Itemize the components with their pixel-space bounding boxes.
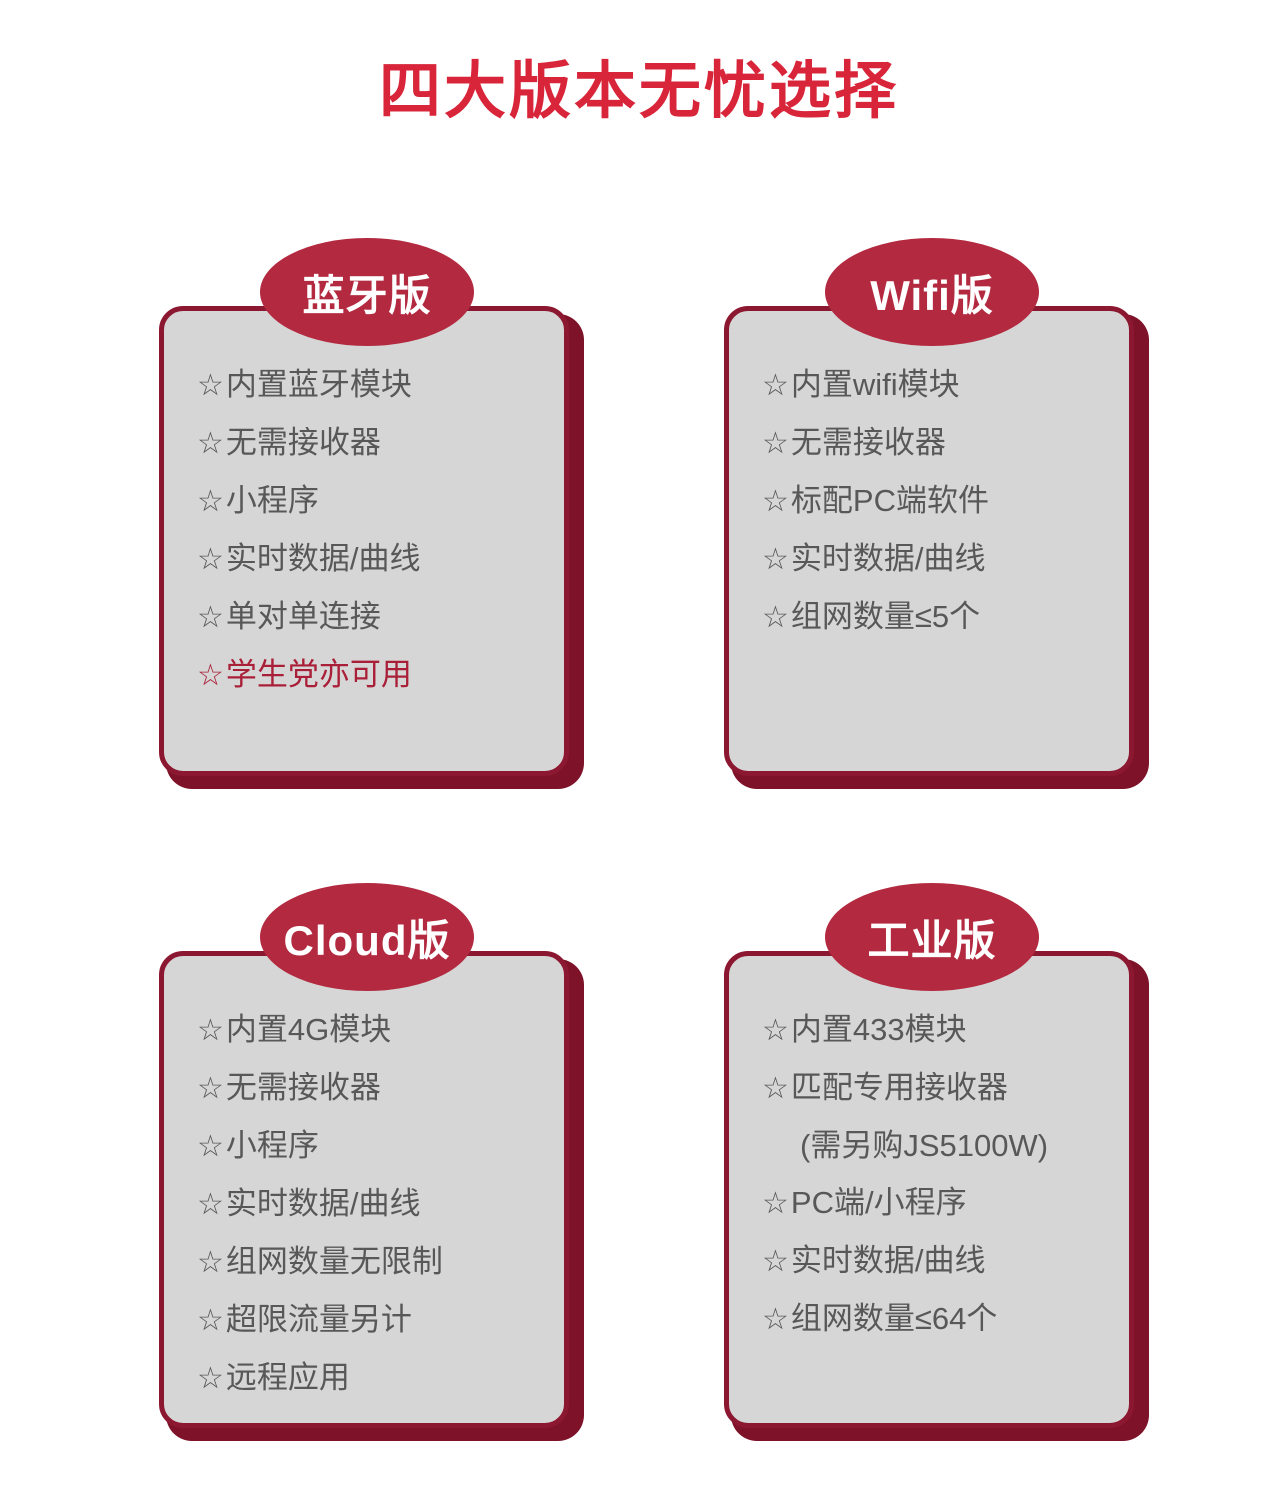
card-badge-bluetooth: 蓝牙版 (260, 238, 474, 346)
feature-list: ☆内置wifi模块☆无需接收器☆标配PC端软件☆实时数据/曲线☆组网数量≤5个 (729, 369, 1129, 633)
feature-item: ☆内置4G模块 (197, 1014, 564, 1046)
feature-item-label: 实时数据/曲线 (225, 1186, 421, 1221)
star-icon: ☆ (197, 1014, 224, 1047)
star-icon: ☆ (197, 1304, 224, 1337)
feature-item: ☆小程序 (197, 485, 564, 517)
feature-item-label: 匹配专用接收器 (790, 1070, 1008, 1105)
star-icon: ☆ (762, 1014, 789, 1047)
star-icon: ☆ (197, 427, 224, 460)
feature-item-label: 实时数据/曲线 (225, 541, 421, 576)
feature-item-label: 内置4G模块 (225, 1012, 392, 1047)
feature-item-label: 学生党亦可用 (225, 657, 412, 692)
star-icon: ☆ (762, 1187, 789, 1220)
card-badge-cloud: Cloud版 (260, 883, 474, 991)
feature-item: ☆无需接收器 (762, 427, 1129, 459)
feature-item: ☆组网数量≤5个 (762, 601, 1129, 633)
star-icon: ☆ (762, 1303, 789, 1336)
card-body: ☆内置4G模块☆无需接收器☆小程序☆实时数据/曲线☆组网数量无限制☆超限流量另计… (159, 951, 569, 1428)
card-badge-wifi: Wifi版 (825, 238, 1039, 346)
feature-item-label: PC端/小程序 (790, 1185, 967, 1220)
feature-item: ☆无需接收器 (197, 1072, 564, 1104)
feature-item: ☆超限流量另计 (197, 1304, 564, 1336)
feature-list: ☆内置4G模块☆无需接收器☆小程序☆实时数据/曲线☆组网数量无限制☆超限流量另计… (164, 1014, 564, 1394)
star-icon: ☆ (762, 427, 789, 460)
page-title: 四大版本无忧选择 (378, 57, 899, 126)
feature-item: ☆PC端/小程序 (762, 1187, 1129, 1219)
feature-item: ☆实时数据/曲线 (197, 543, 564, 575)
feature-item-label: 内置蓝牙模块 (225, 367, 412, 402)
feature-item: (需另购JS5100W) (762, 1130, 1129, 1161)
star-icon: ☆ (197, 1188, 224, 1221)
feature-list: ☆内置433模块☆匹配专用接收器(需另购JS5100W)☆PC端/小程序☆实时数… (729, 1014, 1129, 1335)
feature-item: ☆内置wifi模块 (762, 369, 1129, 401)
feature-item-label: 远程应用 (225, 1360, 350, 1395)
star-icon: ☆ (762, 543, 789, 576)
star-icon: ☆ (197, 659, 224, 692)
feature-item-label: 小程序 (225, 1128, 319, 1163)
star-icon: ☆ (197, 1130, 224, 1163)
star-icon: ☆ (762, 1245, 789, 1278)
feature-item-label: 实时数据/曲线 (790, 541, 986, 576)
feature-item-label: 无需接收器 (225, 425, 381, 460)
feature-item-label: 内置433模块 (790, 1012, 967, 1047)
feature-list: ☆内置蓝牙模块☆无需接收器☆小程序☆实时数据/曲线☆单对单连接☆学生党亦可用 (164, 369, 564, 691)
feature-item-label: (需另购JS5100W) (800, 1128, 1049, 1163)
card-body: ☆内置蓝牙模块☆无需接收器☆小程序☆实时数据/曲线☆单对单连接☆学生党亦可用 (159, 306, 569, 776)
feature-item-label: 组网数量≤64个 (790, 1301, 998, 1336)
star-icon: ☆ (197, 369, 224, 402)
star-icon: ☆ (762, 485, 789, 518)
star-icon: ☆ (197, 543, 224, 576)
star-icon: ☆ (197, 1362, 224, 1395)
feature-item: ☆组网数量无限制 (197, 1246, 564, 1278)
feature-item-label: 组网数量无限制 (225, 1244, 443, 1279)
feature-item-label: 超限流量另计 (225, 1302, 412, 1337)
feature-item: ☆学生党亦可用 (197, 659, 564, 691)
feature-item: ☆实时数据/曲线 (762, 1245, 1129, 1277)
feature-item-label: 无需接收器 (225, 1070, 381, 1105)
card-body: ☆内置433模块☆匹配专用接收器(需另购JS5100W)☆PC端/小程序☆实时数… (724, 951, 1134, 1428)
feature-item: ☆标配PC端软件 (762, 485, 1129, 517)
feature-item: ☆匹配专用接收器 (762, 1072, 1129, 1104)
feature-item: ☆单对单连接 (197, 601, 564, 633)
feature-item-label: 小程序 (225, 483, 319, 518)
feature-item-label: 单对单连接 (225, 599, 381, 634)
feature-item: ☆内置蓝牙模块 (197, 369, 564, 401)
feature-item-label: 标配PC端软件 (790, 483, 989, 518)
star-icon: ☆ (197, 1246, 224, 1279)
feature-item-label: 无需接收器 (790, 425, 946, 460)
star-icon: ☆ (197, 1072, 224, 1105)
star-icon: ☆ (197, 601, 224, 634)
star-icon: ☆ (197, 485, 224, 518)
feature-item-label: 组网数量≤5个 (790, 599, 981, 634)
star-icon: ☆ (762, 1072, 789, 1105)
feature-item: ☆实时数据/曲线 (762, 543, 1129, 575)
star-icon: ☆ (762, 369, 789, 402)
feature-item: ☆内置433模块 (762, 1014, 1129, 1046)
feature-item-label: 内置wifi模块 (790, 367, 960, 402)
feature-item: ☆小程序 (197, 1130, 564, 1162)
feature-item: ☆组网数量≤64个 (762, 1303, 1129, 1335)
star-icon: ☆ (762, 601, 789, 634)
feature-item: ☆实时数据/曲线 (197, 1188, 564, 1220)
feature-item-label: 实时数据/曲线 (790, 1243, 986, 1278)
card-badge-industrial: 工业版 (825, 883, 1039, 991)
feature-item: ☆无需接收器 (197, 427, 564, 459)
card-body: ☆内置wifi模块☆无需接收器☆标配PC端软件☆实时数据/曲线☆组网数量≤5个 (724, 306, 1134, 776)
feature-item: ☆远程应用 (197, 1362, 564, 1394)
